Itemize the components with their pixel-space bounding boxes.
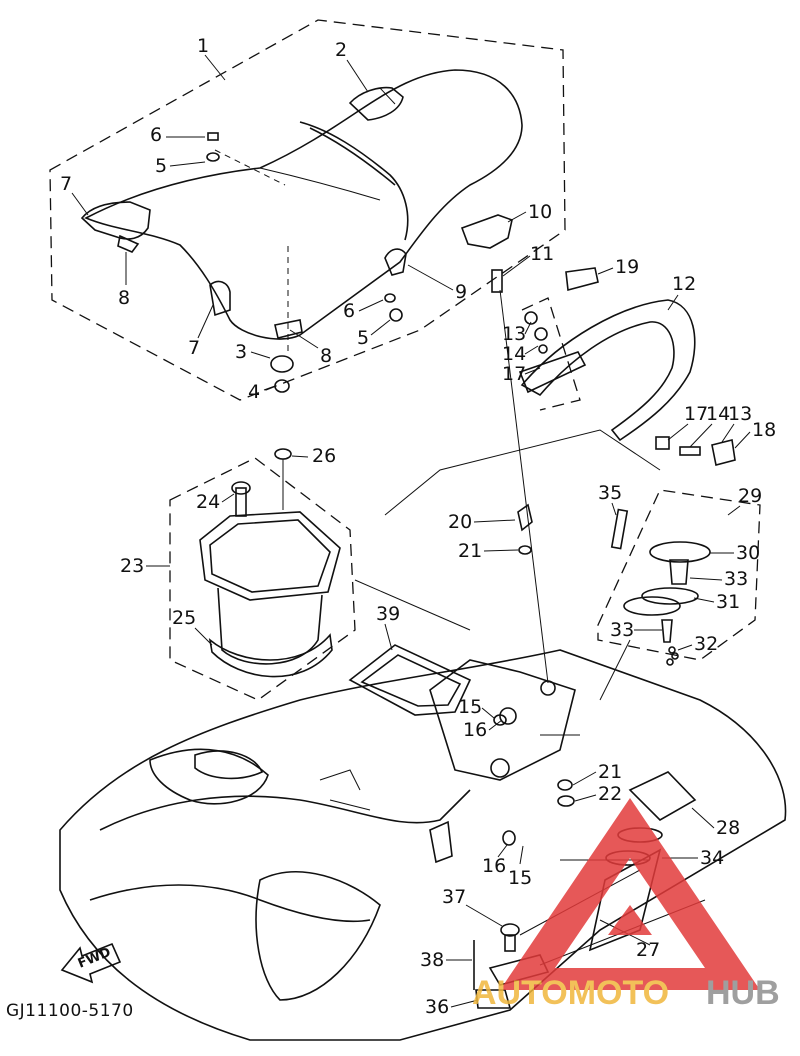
callout-6: 6 [150,124,162,146]
callout-7: 7 [60,173,72,195]
watermark-logo: AUTOMOTO HUB [472,798,780,1012]
callout-11: 11 [530,243,554,265]
callout-35: 35 [598,482,622,504]
callout-26: 26 [312,445,336,467]
callout-25: 25 [172,607,196,629]
callout-16: 16 [463,719,487,741]
callout-21: 21 [598,761,622,783]
callout-30: 30 [736,542,760,564]
callout-23: 23 [120,555,144,577]
callout-17: 17 [684,403,708,425]
fwd-arrow-icon: FWD [60,942,122,984]
callout-39: 39 [376,603,400,625]
callout-8: 8 [118,287,130,309]
callout-1: 1 [197,35,209,57]
callout-5: 5 [155,155,167,177]
outlet-parts [473,503,697,1009]
callout-14: 14 [706,403,730,425]
diagram-code: GJ11100-5170 [6,1001,134,1021]
callout-13: 13 [502,323,526,345]
storage-box-group [169,448,471,701]
callout-12: 12 [672,273,696,295]
callout-38: 38 [420,949,444,971]
callout-29: 29 [738,485,762,507]
callout-33: 33 [610,619,634,641]
callout-27: 27 [636,939,660,961]
callout-labels: 1 2 6 5 7 8 7 8 3 4 6 5 9 10 11 19 12 13 [60,35,776,1018]
callout-32: 32 [694,633,718,655]
callout-21: 21 [458,540,482,562]
callout-36: 36 [425,996,449,1018]
callout-37: 37 [442,886,466,908]
callout-16: 16 [482,855,506,877]
callout-18: 18 [752,419,776,441]
callout-15: 15 [508,867,532,889]
callout-15: 15 [458,696,482,718]
callout-13: 13 [728,403,752,425]
callout-6: 6 [343,300,355,322]
seal-39 [348,644,472,716]
callout-24: 24 [196,491,220,513]
seat-group [49,19,566,401]
callout-10: 10 [528,201,552,223]
callout-31: 31 [716,591,740,613]
callout-28: 28 [716,817,740,839]
callout-2: 2 [335,39,347,61]
watermark-text-hub: HUB [706,974,780,1012]
callout-14: 14 [502,343,526,365]
callout-20: 20 [448,511,472,533]
callout-19: 19 [615,256,639,278]
callout-5: 5 [357,327,369,349]
callout-8: 8 [320,345,332,367]
cap-group [597,489,761,666]
callout-3: 3 [235,341,247,363]
callout-34: 34 [700,847,724,869]
callout-22: 22 [598,783,622,805]
lock-assembly [460,214,736,684]
callout-4: 4 [248,381,260,403]
callout-33: 33 [724,568,748,590]
watermark-text-auto: AUTOMOTO [472,974,669,1012]
callout-9: 9 [455,281,467,303]
hull-deck [59,649,787,1041]
callout-17: 17 [502,363,526,385]
callout-7: 7 [188,337,200,359]
